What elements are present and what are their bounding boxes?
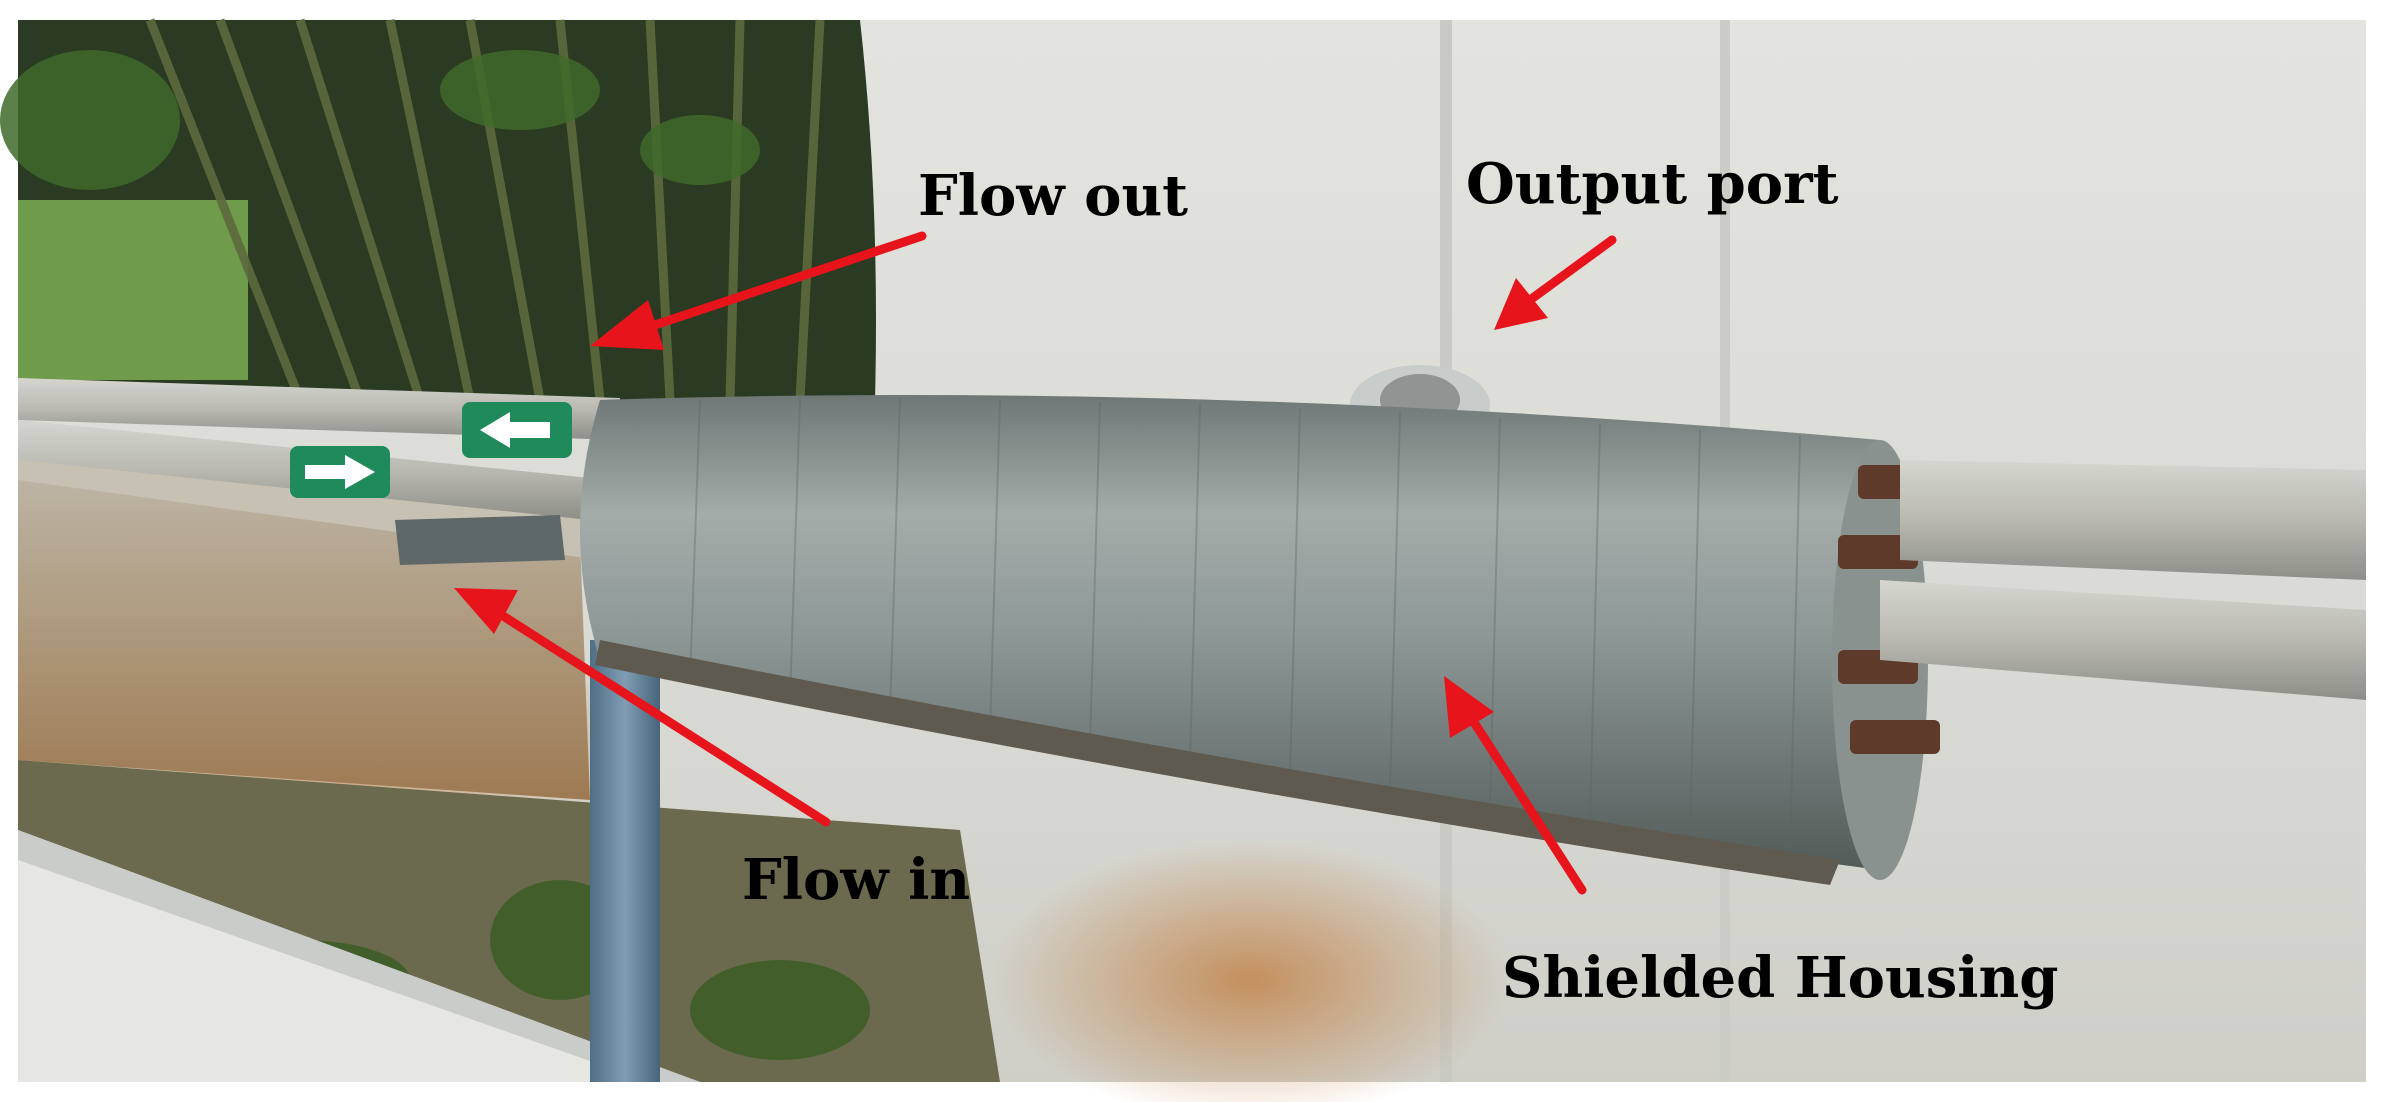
label-output-port: Output port bbox=[1466, 151, 1839, 217]
arrow-output-port bbox=[1494, 235, 1617, 330]
label-flow-in: Flow in bbox=[742, 847, 971, 913]
arrow-flow-in bbox=[454, 588, 831, 827]
label-shielded-housing: Shielded Housing bbox=[1502, 945, 2059, 1011]
shielded-housing-cylinder bbox=[580, 395, 1880, 870]
label-flow-out: Flow out bbox=[918, 163, 1189, 229]
arrow-flow-out bbox=[590, 231, 927, 350]
pipe-right-upper bbox=[1900, 460, 2366, 580]
pipe-right-lower bbox=[1880, 580, 2366, 700]
arrow-shielded-housing bbox=[1444, 676, 1587, 895]
